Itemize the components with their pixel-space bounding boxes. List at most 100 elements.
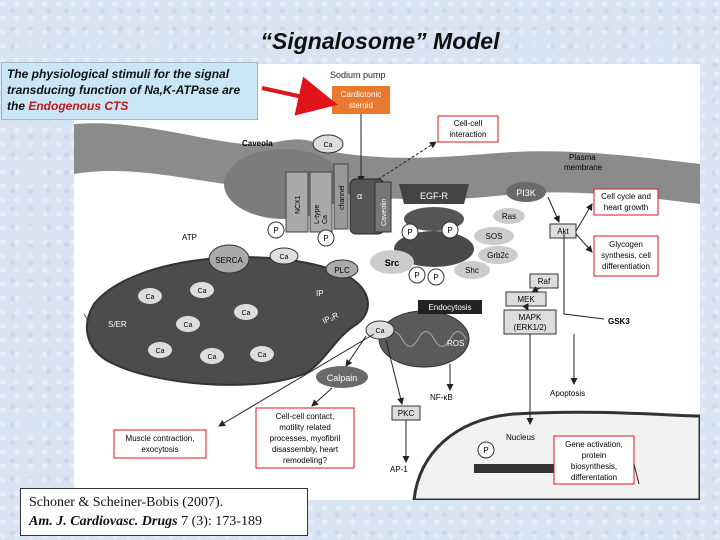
ca-label-cytosol: Ca [376, 328, 385, 335]
egfr-receptor [399, 184, 469, 204]
ca-ion-er-5 [148, 342, 172, 358]
citation-line-1: Schoner & Scheiner-Bobis (2007). [29, 495, 224, 510]
calpain-node [316, 366, 368, 388]
cell-contact-box [255, 407, 355, 469]
serca-pump [208, 244, 250, 274]
ca-ion-serca [269, 247, 299, 265]
phospho-p-1 [267, 221, 285, 239]
ca-label-er-3: Ca [242, 310, 251, 317]
ser-label: S/ER [108, 320, 127, 329]
erk-label: (ERK1/2) [514, 323, 547, 332]
p-label-nucleus: P [483, 446, 488, 455]
pkc-label: PKC [398, 409, 415, 418]
cell-cell-box [437, 115, 499, 143]
ras-label: Ras [502, 212, 516, 221]
glycogen-label-1: Glycogen [609, 240, 643, 249]
ca-ion-er-2 [190, 282, 214, 298]
signalosome-diagram: Sodium pump Cardiotonic steroid Cell-cel… [74, 70, 702, 502]
signalosome-figure: Sodium pump Cardiotonic steroid Cell-cel… [74, 64, 702, 502]
pi3k-label: PI3K [516, 188, 536, 198]
ca-label-caveola: Ca [324, 142, 333, 149]
ncx1-channel [285, 171, 309, 233]
cardiotonic-box [332, 86, 390, 114]
serca-label: SERCA [215, 256, 243, 265]
mapk-box [503, 309, 557, 335]
caveolin [374, 181, 392, 233]
citation-box: Schoner & Scheiner-Bobis (2007). Am. J. … [20, 488, 308, 536]
p-label-3: P [407, 228, 412, 237]
plasma-label-2: membrane [564, 163, 603, 172]
ncx1-label: NCX1 [295, 195, 302, 214]
caveolin-label: Caveolin [381, 199, 388, 226]
ca-ion-er-3 [234, 304, 258, 320]
p-label-4: P [447, 226, 452, 235]
gene-label-1: Gene activation, [565, 440, 623, 449]
nfkb-label: NF-κB [430, 393, 453, 402]
arrow-akt-to-cellcycle [575, 203, 593, 232]
ros-label: ROS [447, 339, 464, 348]
arrow-to-cell-cell [373, 141, 437, 183]
citation-journal: Am. J. Cardiovasc. Drugs [29, 514, 178, 529]
ca-label-er-6: Ca [208, 354, 217, 361]
ca-label-er-4: Ca [184, 322, 193, 329]
glycogen-label-3: differentiation [602, 262, 650, 271]
gene-activation-box [553, 435, 635, 485]
shc-label: Shc [465, 266, 479, 275]
sos-label: SOS [486, 232, 503, 241]
cellcontact-label-4: disassembly, heart [272, 445, 339, 454]
gene-label-3: biosynthesis, [571, 462, 617, 471]
sodium-pump-label: Sodium pump [330, 70, 386, 80]
muscle-label-2: exocytosis [141, 445, 178, 454]
phospho-p-nucleus [477, 441, 495, 459]
stimuli-callout: The physiological stimuli for the signal… [1, 62, 258, 120]
grb2c-label: Grb2c [487, 251, 509, 260]
arrow-pi3k-to-akt [547, 196, 560, 223]
egfr-label: EGF-R [420, 191, 448, 201]
apoptosis-label: Apoptosis [550, 389, 585, 398]
ca-label-er-7: Ca [258, 352, 267, 359]
plc-label: PLC [334, 266, 350, 275]
plasma-label-1: Plasma [569, 153, 596, 162]
ca-ion-er-4 [176, 316, 200, 332]
cellcontact-label-3: processes, myofibril [270, 434, 341, 443]
ca-ion-er-6 [200, 348, 224, 364]
phospho-p-5 [408, 266, 426, 284]
citation-volume: 7 (3): 173-189 [177, 514, 262, 529]
egfr-base [394, 231, 474, 267]
cell-cycle-box [593, 188, 659, 216]
arrow-ca-to-calpain [345, 335, 367, 367]
shc-node [454, 261, 490, 279]
p-label-5: P [414, 271, 419, 280]
atp-label-1: ATP [182, 233, 197, 242]
ca-ion-er-1 [138, 288, 162, 304]
cardiotonic-label-1: Cardiotonic [341, 90, 381, 99]
gene-output-line [633, 463, 640, 485]
raf-label: Raf [538, 277, 551, 286]
gene-label-4: differentation [571, 473, 617, 482]
src-label: Src [385, 258, 400, 268]
line-akt-to-gsk3 [563, 234, 605, 320]
arrow-akt-to-glycogen [575, 233, 593, 253]
mitochondrion-cristae [385, 331, 467, 347]
callout-highlight: Endogenous CTS [28, 99, 129, 113]
ca-label-er-1: Ca [146, 294, 155, 301]
alpha-label: α [357, 191, 362, 201]
akt-label: Akt [557, 227, 569, 236]
ap1-label: AP-1 [390, 465, 408, 474]
src-node [370, 250, 414, 274]
callout-text: The physiological stimuli for the signal… [7, 67, 241, 113]
arrow-mek-to-mapk [522, 303, 529, 311]
grb2c-node [478, 246, 518, 264]
ca-label-er-2: Ca [198, 288, 207, 295]
cellcontact-label-5: remodeling? [283, 456, 328, 465]
cell-cycle-label-1: Cell cycle and [601, 192, 651, 201]
p-label-6: P [433, 273, 438, 282]
mek-label: MEK [517, 295, 535, 304]
endocytosis-box [418, 300, 482, 314]
ip3-label: IP [316, 289, 324, 298]
ca-label-serca: Ca [280, 254, 289, 261]
cellcontact-label-1: Cell-cell contact, [276, 412, 335, 421]
arrow-ca-to-muscle [218, 333, 375, 427]
cellcontact-label-2: motility related [279, 423, 331, 432]
